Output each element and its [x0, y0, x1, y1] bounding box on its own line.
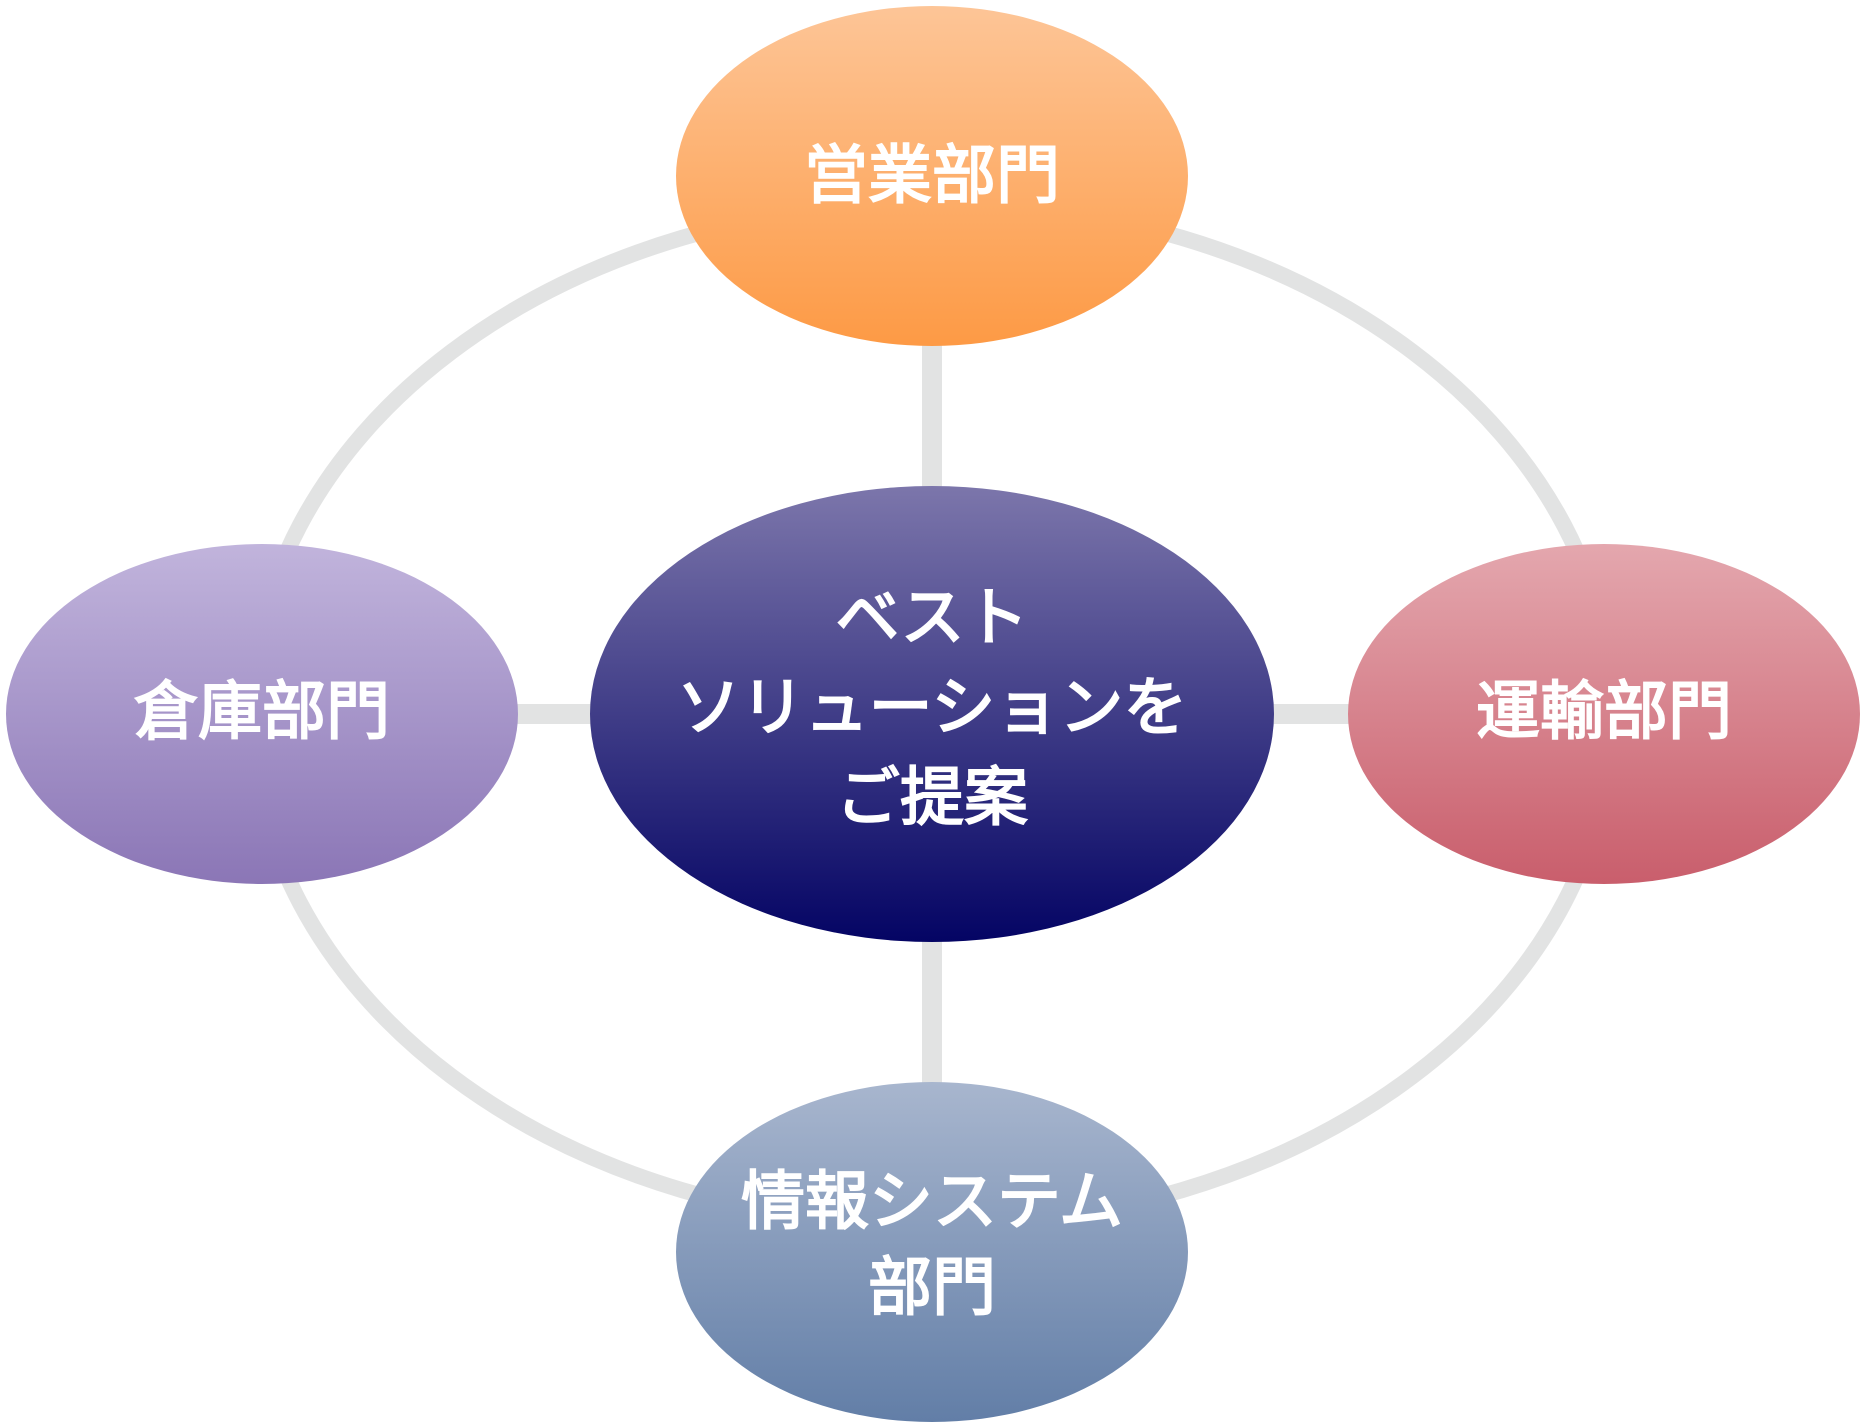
node-warehouse: 倉庫部門	[6, 544, 518, 884]
node-center-label-line-3: ご提案	[836, 762, 1029, 836]
node-transport-ellipse	[1348, 544, 1860, 884]
node-center-ellipse	[590, 486, 1274, 942]
node-warehouse-ellipse	[6, 544, 518, 884]
node-it-label-line-1: 情報システム	[741, 1166, 1123, 1240]
node-sales-label: 営業部門	[804, 140, 1060, 214]
node-warehouse-label: 倉庫部門	[133, 676, 390, 750]
node-transport-label: 運輸部門	[1476, 676, 1732, 750]
node-center-label-line-2: ソリューションを	[677, 672, 1188, 746]
node-center-label-line-1: ベスト	[835, 582, 1028, 656]
node-sales-ellipse	[676, 6, 1188, 346]
node-it: 情報システム 部門	[676, 1082, 1188, 1422]
node-sales: 営業部門	[676, 6, 1188, 346]
node-it-ellipse	[676, 1082, 1188, 1422]
node-transport: 運輸部門	[1348, 544, 1860, 884]
node-center: ベスト ソリューションを ご提案	[590, 486, 1274, 942]
node-it-label-line-2: 部門	[868, 1252, 996, 1326]
